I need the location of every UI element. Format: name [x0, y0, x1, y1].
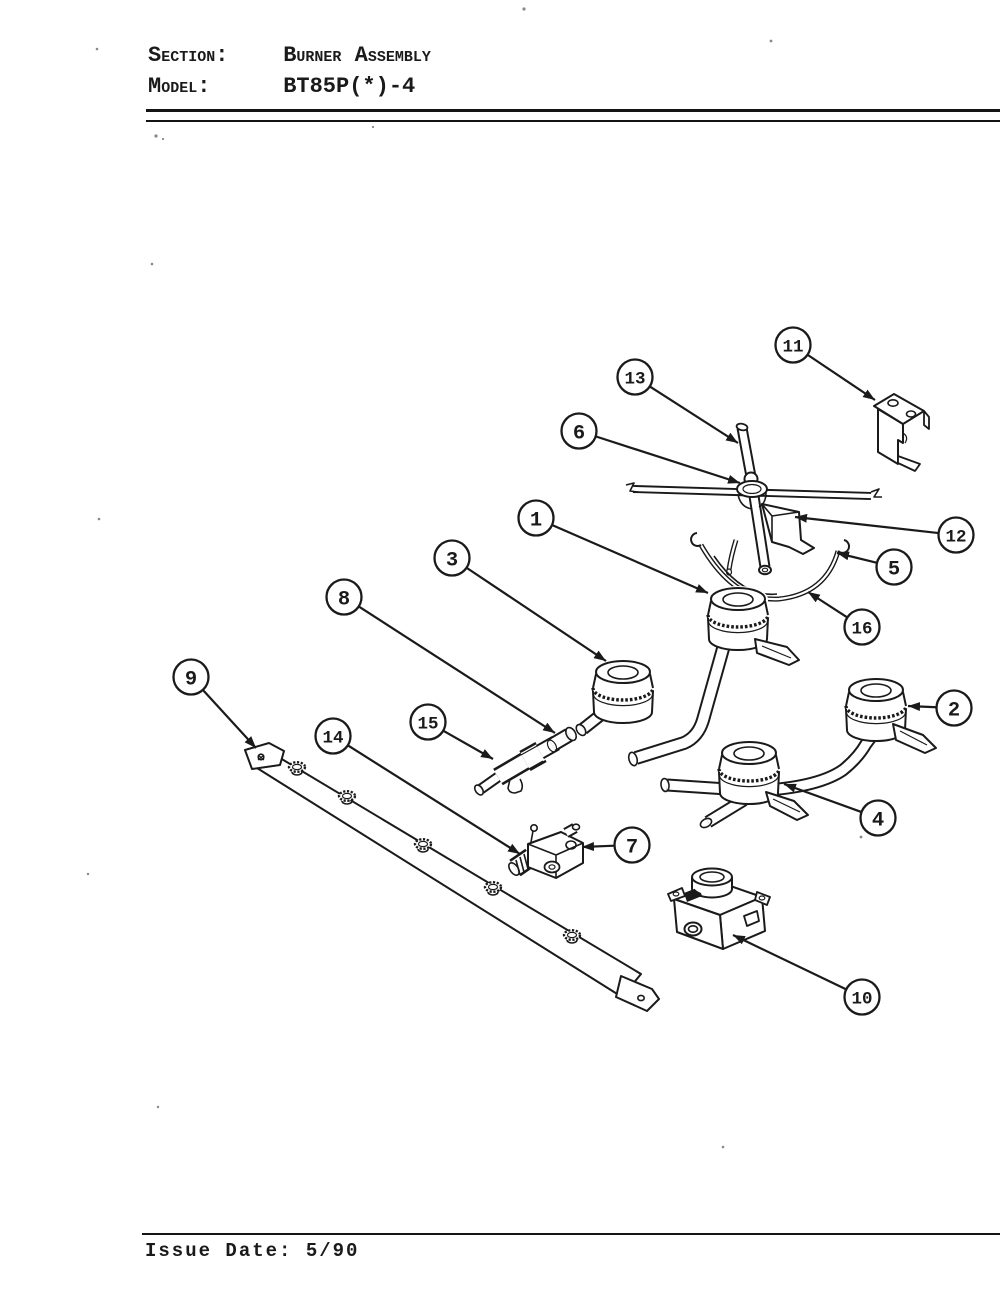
callout-10-bubble — [843, 978, 881, 1016]
callout-8-arrow — [358, 605, 556, 734]
callout-6-arrow — [595, 435, 741, 485]
callout-8: 8 — [325, 578, 556, 734]
orifice-fittings — [287, 760, 582, 944]
callout-9-arrow — [202, 689, 257, 749]
section-label: Section: — [148, 43, 229, 68]
callout-14-bubble — [314, 717, 352, 755]
callout-2: 2 — [907, 689, 973, 727]
page-header: Section: Burner Assembly Model: BT85P(*)… — [148, 40, 431, 102]
callout-9-bubble — [172, 658, 210, 696]
callout-14-number: 14 — [322, 728, 343, 748]
callout-16-bubble — [843, 608, 881, 646]
callout-9-number: 9 — [185, 668, 197, 691]
callout-12-number: 12 — [945, 527, 966, 547]
mounting-bracket — [873, 393, 930, 472]
callout-16-number: 16 — [851, 619, 872, 639]
callout-4-arrow — [783, 782, 862, 814]
callout-1-arrow — [551, 523, 709, 595]
callout-10-number: 10 — [851, 989, 872, 1009]
model-line: Model: BT85P(*)-4 — [148, 71, 431, 102]
footer-rule — [142, 1233, 1000, 1236]
callout-4-number: 4 — [872, 809, 884, 832]
callout-2-arrow — [907, 702, 937, 712]
burner-head-3 — [591, 657, 655, 725]
callout-6-number: 6 — [573, 422, 585, 445]
model-value: BT85P(*)-4 — [283, 74, 416, 99]
model-label: Model: — [148, 74, 211, 99]
callout-11-number: 11 — [782, 337, 803, 357]
burner-head-4 — [717, 738, 809, 821]
callout-11: 11 — [774, 326, 876, 401]
issue-date: Issue Date: 5/90 — [145, 1240, 359, 1262]
callout-16-arrow — [807, 591, 848, 619]
callout-13-bubble — [616, 358, 654, 396]
spark-electrode-assembly — [625, 422, 882, 576]
callout-3-bubble — [433, 539, 471, 577]
callout-7-number: 7 — [626, 836, 638, 859]
callout-2-bubble — [935, 689, 973, 727]
callout-4: 4 — [783, 782, 897, 837]
orifice-hood — [546, 726, 578, 753]
header-rule-bottom — [146, 120, 1000, 123]
callout-5-arrow — [836, 551, 878, 564]
callout-11-bubble — [774, 326, 812, 364]
burner-valve — [473, 726, 578, 796]
callout-13-arrow — [649, 385, 739, 444]
igniter-bracket — [761, 503, 815, 555]
callout-2-number: 2 — [948, 699, 960, 722]
callout-7-bubble — [613, 826, 651, 864]
manifold-rail — [244, 742, 660, 1012]
callout-12-arrow — [794, 513, 939, 535]
callout-12-bubble — [937, 516, 975, 554]
header-rule-top — [146, 109, 1000, 112]
pressure-regulator — [667, 867, 771, 950]
callout-3: 3 — [433, 539, 607, 662]
issue-date-value: 5/90 — [305, 1240, 360, 1262]
burner-head-2 — [844, 675, 937, 754]
callout-15: 15 — [409, 703, 494, 760]
callout-8-bubble — [325, 578, 363, 616]
callout-1-bubble — [517, 499, 555, 537]
callout-7: 7 — [581, 826, 651, 864]
callout-5-number: 5 — [888, 558, 900, 581]
callout-12: 12 — [794, 513, 975, 554]
callout-6-bubble — [560, 412, 598, 450]
callout-16: 16 — [807, 591, 881, 646]
callout-14-arrow — [347, 744, 521, 855]
burner-head-1 — [706, 584, 800, 666]
callout-15-arrow — [442, 729, 494, 760]
scan-specks — [86, 7, 863, 1149]
callout-10: 10 — [732, 934, 881, 1016]
callout-11-arrow — [806, 353, 876, 401]
callout-7-arrow — [581, 842, 615, 852]
callout-3-arrow — [465, 566, 607, 662]
gas-valve — [508, 823, 584, 879]
callout-10-arrow — [732, 934, 847, 991]
callout-8-number: 8 — [338, 588, 350, 611]
issue-date-label: Issue Date: — [145, 1240, 293, 1262]
callout-13: 13 — [616, 358, 739, 444]
callout-4-bubble — [859, 799, 897, 837]
section-line: Section: Burner Assembly — [148, 40, 431, 71]
callout-15-bubble — [409, 703, 447, 741]
callout-6: 6 — [560, 412, 741, 485]
callout-15-number: 15 — [417, 714, 438, 734]
callout-9: 9 — [172, 658, 257, 749]
section-value: Burner Assembly — [283, 43, 431, 68]
callout-1: 1 — [517, 499, 709, 595]
callout-5: 5 — [836, 548, 913, 586]
callout-14: 14 — [314, 717, 521, 855]
callout-5-bubble — [875, 548, 913, 586]
callout-3-number: 3 — [446, 549, 458, 572]
callout-1-number: 1 — [530, 509, 542, 532]
callout-13-number: 13 — [624, 369, 645, 389]
